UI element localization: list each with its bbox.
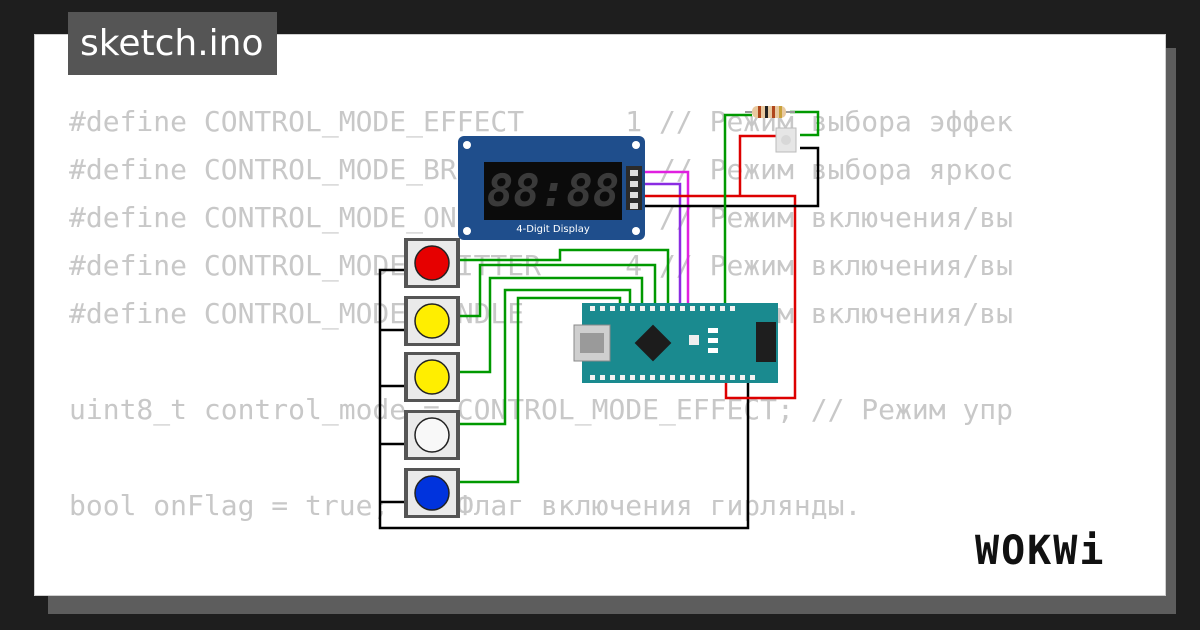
- code-line: bool onFlag = true; // Флаг включения ги…: [69, 489, 862, 522]
- wire-black-gnd: [378, 268, 750, 530]
- wokwi-logo: WOKWi: [975, 528, 1106, 574]
- pushbutton-yellow[interactable]: [404, 296, 460, 346]
- wire-green-led: [723, 113, 752, 306]
- wire-green-btn3: [460, 276, 644, 374]
- header-pins-bottom: [590, 375, 755, 380]
- wires: [378, 110, 820, 530]
- display-caption: 4-Digit Display: [516, 224, 590, 235]
- sketch-filename-tab[interactable]: sketch.ino: [68, 12, 278, 75]
- wire-green-res: [790, 110, 820, 137]
- wire-purple-dio: [640, 182, 682, 306]
- pushbutton-blue[interactable]: [404, 468, 460, 518]
- code-preview: #define CONTROL_MODE_EFFECT 1 // Режим в…: [69, 35, 1013, 522]
- resistor[interactable]: [745, 106, 795, 118]
- arduino-nano-board[interactable]: [573, 303, 778, 383]
- pushbutton-white[interactable]: [404, 410, 460, 460]
- wire-green-btn5: [460, 296, 622, 484]
- code-line: #define CONTROL_MODE_EFFECT 1 // Режим в…: [69, 105, 1014, 138]
- pushbutton-red[interactable]: [404, 238, 460, 288]
- four-digit-display[interactable]: 88:88 4-Digit Display: [458, 136, 645, 240]
- wire-green-btn1: [460, 248, 670, 306]
- wire-magenta-clk: [640, 170, 690, 306]
- wire-green-btn4: [460, 288, 632, 426]
- pushbutton-yellow[interactable]: [404, 352, 460, 402]
- header-pins-top: [590, 306, 735, 311]
- code-line: #define CONTROL_MODE_ONOFF 3 // Режим вк…: [69, 201, 1014, 234]
- wire-green-btn2: [460, 263, 657, 318]
- wire-black-disp: [640, 146, 820, 208]
- led[interactable]: [775, 127, 797, 153]
- wire-red-led: [738, 134, 790, 196]
- display-digits: 88:88: [487, 166, 619, 217]
- wire-red-vcc: [640, 194, 797, 400]
